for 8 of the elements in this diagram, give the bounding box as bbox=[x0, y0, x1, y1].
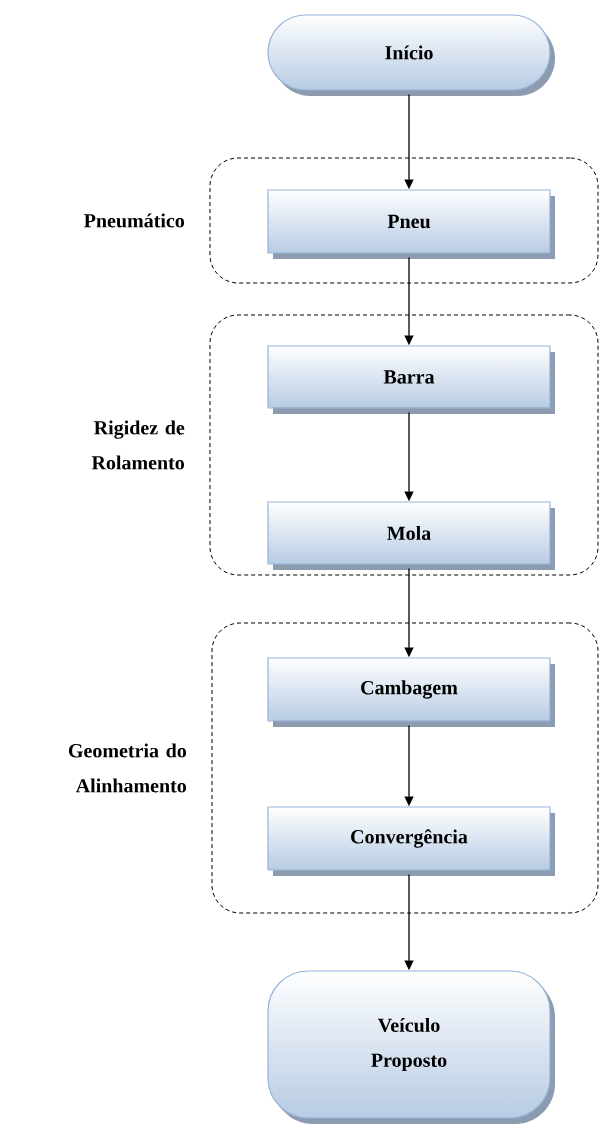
process-box: Barra bbox=[267, 345, 555, 414]
group-label: Rigidez de Rolamento bbox=[91, 420, 185, 470]
group-label: Geometria do Alinhamento bbox=[68, 743, 187, 793]
process-box: Pneu bbox=[267, 189, 555, 259]
process-box: Mola bbox=[267, 501, 555, 570]
process-box: Cambagem bbox=[267, 657, 555, 727]
group-label: Pneumático bbox=[84, 213, 185, 228]
process-box: Convergência bbox=[267, 806, 555, 876]
